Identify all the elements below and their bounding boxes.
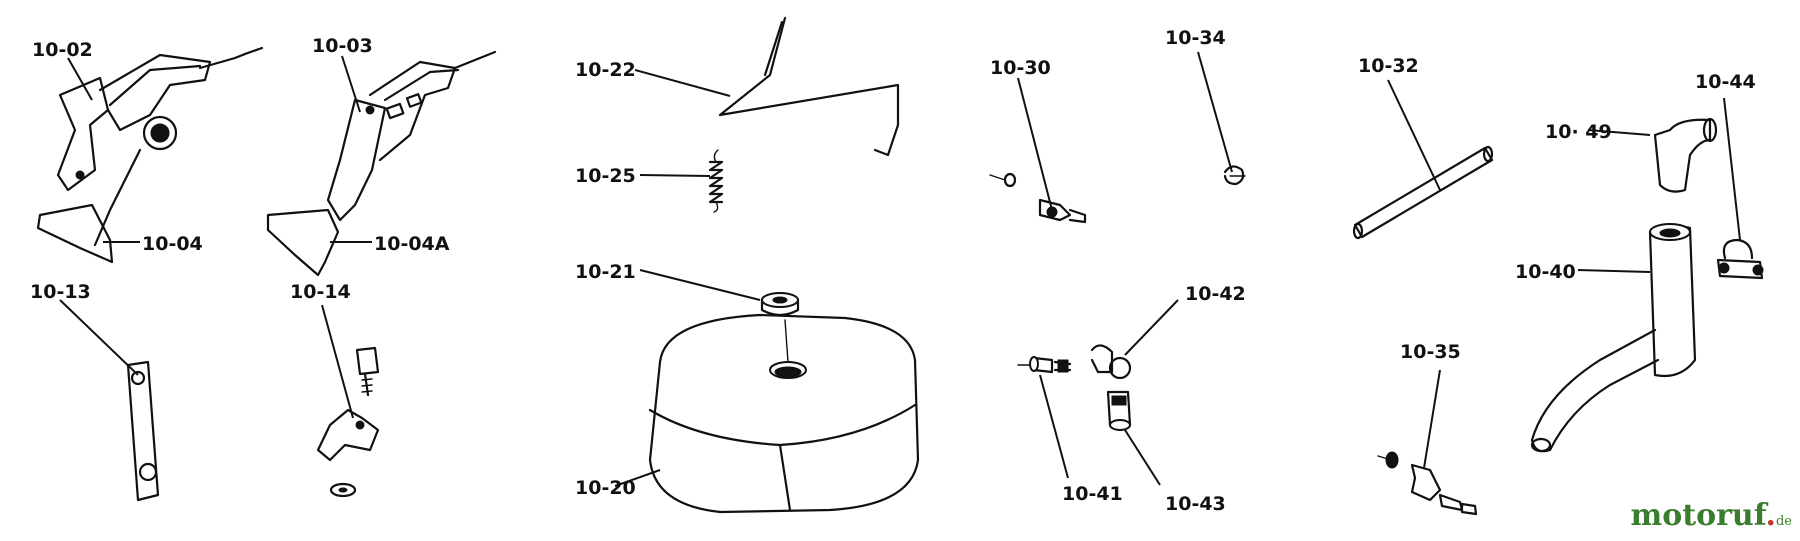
elbow-pipe-10-49 [1653, 117, 1718, 193]
clip-10-34 [1223, 165, 1246, 186]
bolt-clamp-10-14 [316, 346, 380, 498]
spring-10-25 [708, 149, 724, 213]
callout-10-03: 10-03 [312, 35, 373, 57]
callout-10-42: 10-42 [1185, 283, 1246, 305]
callout-10-13: 10-13 [30, 281, 91, 303]
callout-10-14: 10-14 [290, 281, 351, 303]
callout-10-04: 10-04 [142, 233, 203, 255]
control-lever-assembly-10-03 [266, 50, 497, 277]
u-clamp-10-44 [1716, 238, 1764, 280]
callout-labels: 10-02 10-03 10-04 10-04A 10-13 10-14 10-… [30, 27, 1756, 515]
callout-10-30: 10-30 [990, 57, 1051, 79]
shaft-10-32 [1352, 145, 1494, 240]
callout-10-21: 10-21 [575, 261, 636, 283]
watermark-main: motoruf [1630, 498, 1766, 533]
fuel-tank-10-20 [648, 313, 920, 514]
callout-10-20: 10-20 [575, 477, 636, 499]
callout-10-22: 10-22 [575, 59, 636, 81]
callout-10-43: 10-43 [1165, 493, 1226, 515]
leader-lines [59, 51, 1741, 487]
callout-10-04a: 10-04A [374, 233, 450, 255]
control-lever-assembly-10-02 [36, 46, 264, 264]
callout-10-02: 10-02 [32, 39, 93, 61]
muffler-10-40 [1530, 223, 1697, 453]
wire-rod-10-22 [718, 16, 900, 157]
callout-10-41: 10-41 [1062, 483, 1123, 505]
callout-10-25: 10-25 [575, 165, 636, 187]
callout-10-35: 10-35 [1400, 341, 1461, 363]
fitting-10-30 [989, 172, 1087, 224]
callout-10-44: 10-44 [1695, 71, 1756, 93]
callout-10-34: 10-34 [1165, 27, 1226, 49]
callout-10-32: 10-32 [1358, 55, 1419, 77]
callout-10-40: 10-40 [1515, 261, 1576, 283]
clamp-bolt-10-35 [1377, 451, 1478, 516]
watermark-dot: . [1765, 498, 1776, 533]
callout-10-49: 10· 49 [1545, 121, 1612, 143]
watermark-logo: motoruf.de [1630, 498, 1792, 533]
watermark-tld: de [1775, 514, 1792, 529]
hose-fittings-10-41-10-42-10-43 [1017, 344, 1132, 431]
flat-link-10-13 [126, 360, 160, 502]
fuel-cap-10-21 [760, 292, 800, 363]
